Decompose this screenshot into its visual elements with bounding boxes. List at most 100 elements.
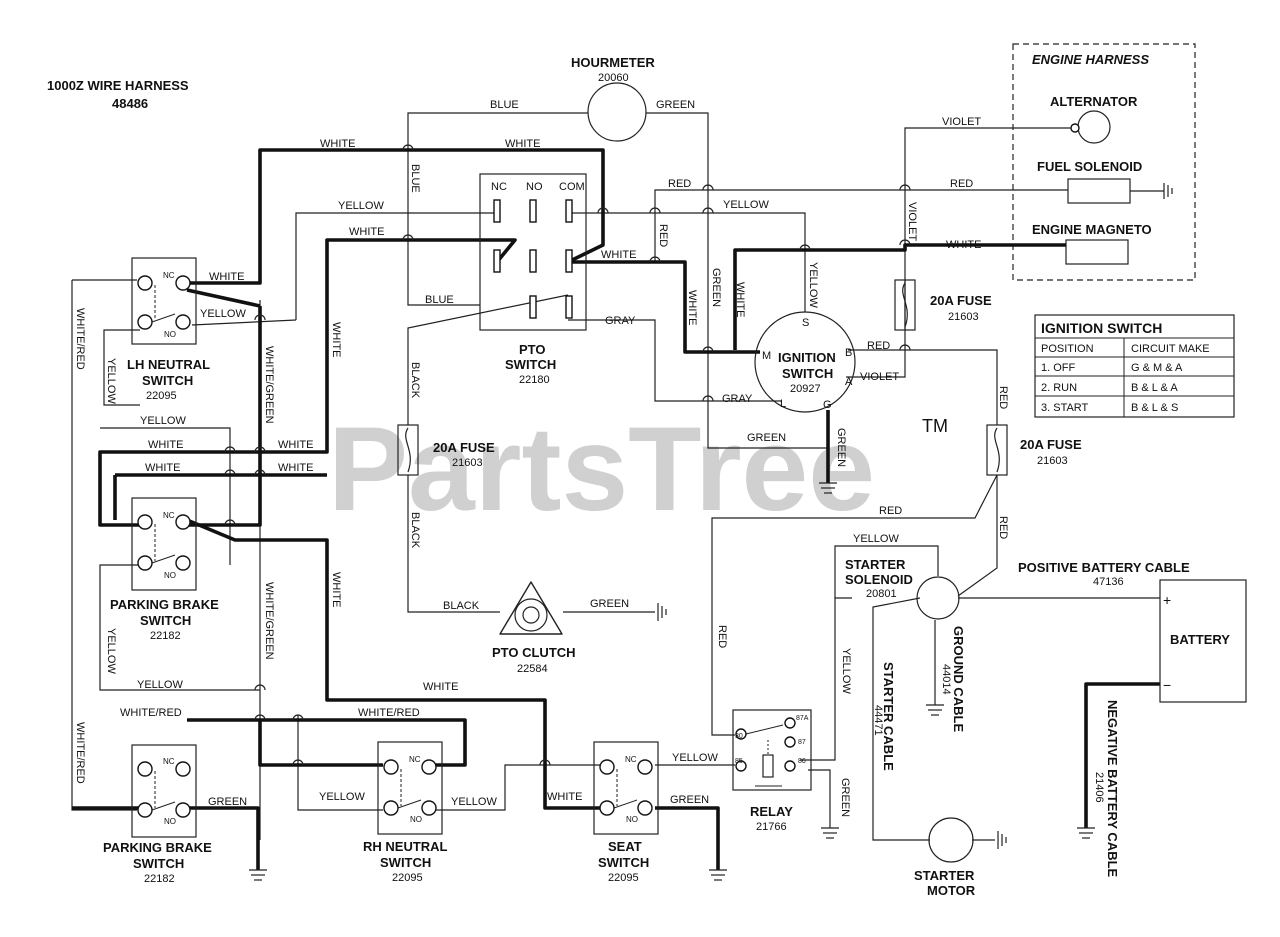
svg-text:WHITE/RED: WHITE/RED [358, 707, 420, 719]
svg-text:GREEN: GREEN [670, 794, 709, 806]
svg-text:WHITE: WHITE [148, 439, 183, 451]
ignition-l: L [780, 398, 786, 410]
svg-text:WHITE: WHITE [686, 290, 698, 325]
svg-text:WHITE/RED: WHITE/RED [120, 707, 182, 719]
harness-number: 48486 [112, 96, 148, 111]
starter-motor-label: STARTER [914, 868, 975, 883]
engine-magneto-symbol [1065, 239, 1129, 265]
svg-text:WHITE: WHITE [330, 572, 342, 607]
ignition-switch-number: 20927 [790, 383, 821, 395]
ignition-a: A [845, 376, 853, 388]
svg-text:GREEN: GREEN [656, 99, 695, 111]
neg-cable-label: NEGATIVE BATTERY CABLE [1105, 700, 1120, 878]
no-label: NO [164, 817, 176, 826]
svg-text:RED: RED [997, 386, 1009, 409]
fuse-center [397, 424, 419, 476]
nc-label: NC [625, 755, 637, 764]
rh-neutral-switch [377, 741, 443, 835]
svg-text:YELLOW: YELLOW [137, 679, 183, 691]
pto-nc-label: NC [491, 181, 507, 193]
parking-brake-switch-2 [131, 744, 197, 838]
ignition-table-header: POSITION [1041, 343, 1094, 355]
svg-text:WHITE: WHITE [505, 138, 540, 150]
harness-title: 1000Z WIRE HARNESS [47, 78, 189, 93]
ignition-table-cell: B & L & A [1131, 382, 1178, 394]
pto-clutch-number: 22584 [517, 663, 548, 675]
no-label: NO [626, 815, 638, 824]
relay-symbol [732, 709, 812, 791]
svg-text:BLACK: BLACK [409, 512, 421, 549]
ignition-table-cell: 3. START [1041, 402, 1089, 414]
thin-wires [71, 112, 1160, 849]
svg-text:WHITE/GREEN: WHITE/GREEN [263, 346, 275, 424]
relay-pin: 85 [735, 758, 743, 765]
svg-text:YELLOW: YELLOW [853, 533, 899, 545]
wire-labels: BLUE GREEN WHITE WHITE YELLOW WHITE RED … [120, 99, 981, 808]
fuse-right [986, 424, 1008, 476]
fuse-right-label: 20A FUSE [1020, 437, 1082, 452]
wire-crossovers [224, 144, 911, 766]
watermark-tm: TM [922, 416, 948, 436]
svg-text:RED: RED [879, 505, 902, 517]
ignition-table-title: IGNITION SWITCH [1041, 320, 1162, 336]
svg-text:YELLOW: YELLOW [672, 752, 718, 764]
relay-pin: 87A [796, 715, 809, 722]
fuel-solenoid-label: FUEL SOLENOID [1037, 159, 1142, 174]
pto-com-label: COM [559, 181, 585, 193]
engine-harness-box [1012, 43, 1196, 281]
relay-label: RELAY [750, 804, 793, 819]
svg-text:YELLOW: YELLOW [840, 648, 852, 694]
ignition-table-cell: 2. RUN [1041, 382, 1077, 394]
ignition-g: G [823, 399, 832, 411]
fuse-center-label: 20A FUSE [433, 440, 495, 455]
ignition-table-cell: B & L & S [1131, 402, 1178, 414]
engine-harness-title: ENGINE HARNESS [1032, 52, 1149, 67]
parking-brake-2-label: PARKING BRAKE [103, 840, 212, 855]
battery-plus: + [1163, 592, 1171, 608]
lh-neutral-label2: SWITCH [142, 373, 193, 388]
hourmeter-label: HOURMETER [571, 55, 655, 70]
ignition-s: S [802, 317, 809, 329]
no-label: NO [164, 571, 176, 580]
lh-neutral-number: 22095 [146, 390, 177, 402]
alternator-terminal [1070, 123, 1080, 133]
starter-cable-label: STARTER CABLE [881, 662, 896, 771]
seat-switch-number: 22095 [608, 872, 639, 884]
svg-text:WHITE: WHITE [547, 791, 582, 803]
starter-solenoid-number: 20801 [866, 588, 897, 600]
svg-text:YELLOW: YELLOW [451, 796, 497, 808]
rh-neutral-label: RH NEUTRAL [363, 839, 448, 854]
lh-neutral-switch [131, 257, 197, 345]
ignition-switch-label: IGNITION [778, 350, 836, 365]
svg-text:GRAY: GRAY [605, 315, 636, 327]
ignition-b: B [845, 347, 852, 359]
pto-switch-number: 22180 [519, 374, 550, 386]
svg-text:WHITE/RED: WHITE/RED [74, 722, 86, 784]
svg-text:WHITE: WHITE [209, 271, 244, 283]
parking-brake-1-number: 22182 [150, 630, 181, 642]
svg-text:GREEN: GREEN [747, 432, 786, 444]
rh-neutral-number: 22095 [392, 872, 423, 884]
ignition-switch-label2: SWITCH [782, 366, 833, 381]
svg-text:VIOLET: VIOLET [906, 202, 918, 241]
svg-text:GREEN: GREEN [835, 428, 847, 467]
hourmeter-number: 20060 [598, 72, 629, 84]
ignition-table [1034, 314, 1235, 418]
fuel-solenoid-symbol [1067, 178, 1131, 204]
svg-text:WHITE: WHITE [734, 282, 746, 317]
hourmeter-symbol [587, 82, 647, 142]
pto-switch-body [479, 173, 587, 331]
svg-text:VIOLET: VIOLET [860, 371, 899, 383]
rh-neutral-label2: SWITCH [380, 855, 431, 870]
starter-cable-number: 44471 [872, 705, 884, 736]
parking-brake-switch-1 [131, 497, 197, 591]
svg-text:RED: RED [867, 340, 890, 352]
svg-text:WHITE: WHITE [423, 681, 458, 693]
parking-brake-1-label2: SWITCH [140, 613, 191, 628]
svg-text:GREEN: GREEN [590, 598, 629, 610]
svg-text:RED: RED [716, 625, 728, 648]
svg-text:BLACK: BLACK [409, 362, 421, 399]
pos-cable-number: 47136 [1093, 576, 1124, 588]
battery-symbol [1159, 579, 1247, 703]
svg-text:BLUE: BLUE [409, 164, 421, 193]
